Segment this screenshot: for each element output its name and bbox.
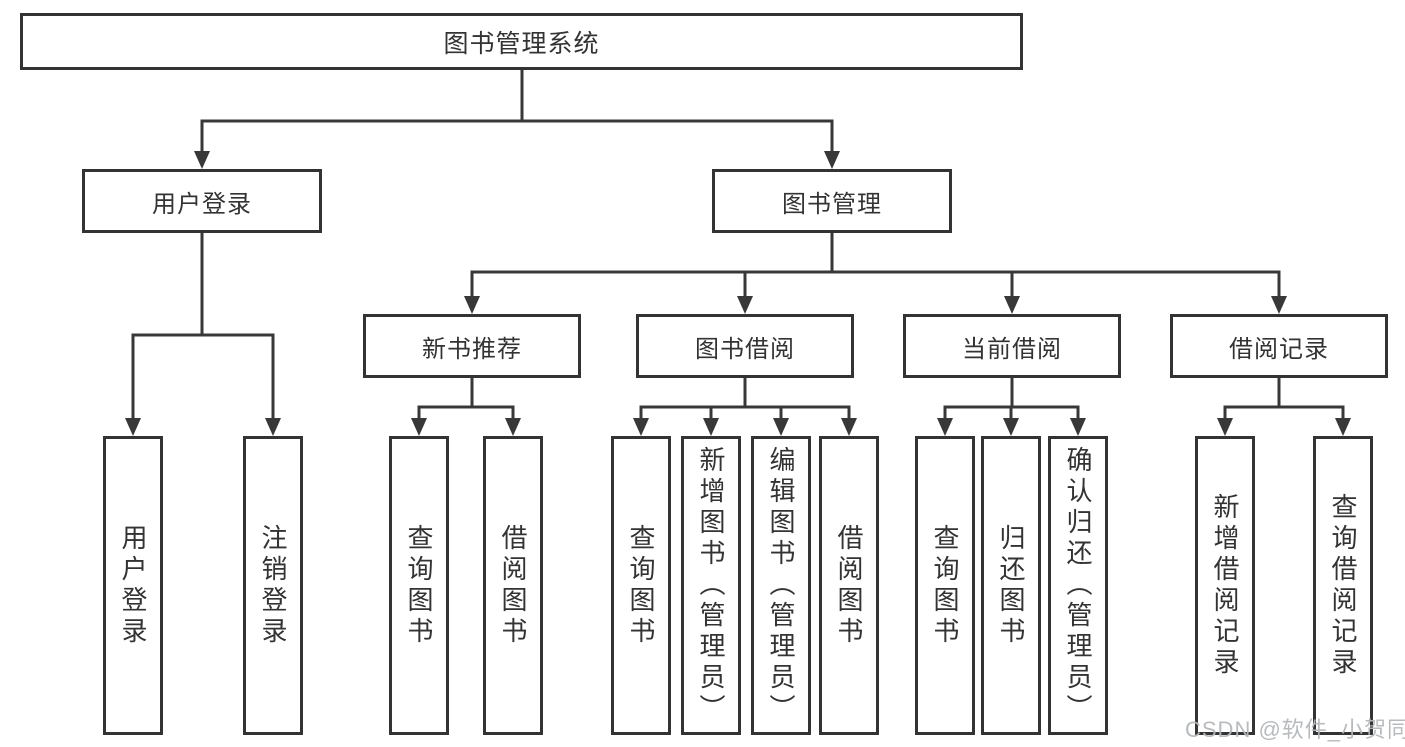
connector-current-borrowing-to-leaves (937, 376, 1086, 436)
connector-book-management-to-level3 (464, 231, 1287, 314)
node-label: 图书管理 (782, 190, 882, 218)
arrowhead (633, 418, 649, 436)
connector-book-borrowing-to-leaves (633, 376, 857, 436)
connector-root-to-level2 (194, 68, 840, 169)
node-br-query-record: 查询借阅记录 (1313, 436, 1373, 735)
arrowhead (125, 418, 141, 436)
node-new-book-recommend: 新书推荐 (363, 314, 581, 378)
node-label: 新书推荐 (422, 335, 522, 363)
node-label: 图书管理系统 (443, 29, 600, 58)
node-cb-query-books: 查询图书 (915, 436, 975, 735)
node-label: 新增图书（管理员） (696, 446, 726, 725)
node-logout-login: 注销登录 (243, 436, 303, 735)
arrowhead (505, 418, 521, 436)
node-book-borrowing: 图书借阅 (636, 314, 854, 378)
node-library-management-system: 图书管理系统 (20, 13, 1023, 70)
node-bb-add-books-admin: 新增图书（管理员） (681, 436, 741, 735)
node-label: 借阅记录 (1229, 335, 1329, 363)
node-nbr-borrow-books: 借阅图书 (483, 436, 543, 735)
arrowhead (1004, 296, 1020, 314)
node-label: 注销登录 (258, 523, 288, 648)
node-label: 查询图书 (930, 523, 960, 648)
node-book-management: 图书管理 (712, 169, 952, 233)
arrowhead (265, 418, 281, 436)
node-label: 借阅图书 (498, 523, 528, 648)
node-user-login: 用户登录 (103, 436, 163, 735)
node-bb-borrow-books: 借阅图书 (819, 436, 879, 735)
arrowhead (841, 418, 857, 436)
node-current-borrowing: 当前借阅 (903, 314, 1121, 378)
connector-borrowing-records-to-leaves (1217, 376, 1351, 436)
node-cb-confirm-return-admin: 确认归还（管理员） (1048, 436, 1108, 735)
connector-user-login-to-leaves (125, 231, 281, 436)
node-label: 新增借阅记录 (1210, 492, 1240, 679)
node-label: 当前借阅 (962, 335, 1062, 363)
node-label: 查询借阅记录 (1328, 492, 1358, 679)
arrowhead (1217, 418, 1233, 436)
arrowhead (411, 418, 427, 436)
node-borrowing-records: 借阅记录 (1170, 314, 1388, 378)
arrowhead (1003, 418, 1019, 436)
connector-new-book-recommend-to-leaves (411, 376, 521, 436)
arrowhead (464, 296, 480, 314)
csdn-watermark: CSDN @软件_小贺同学 (1185, 717, 1405, 742)
node-nbr-query-books: 查询图书 (389, 436, 449, 735)
arrowhead (194, 151, 210, 169)
node-bb-edit-books-admin: 编辑图书（管理员） (751, 436, 811, 735)
arrowhead (1271, 296, 1287, 314)
node-label: 借阅图书 (834, 523, 864, 648)
node-label: 编辑图书（管理员） (766, 446, 796, 725)
arrowhead (1335, 418, 1351, 436)
node-bb-query-books: 查询图书 (611, 436, 671, 735)
node-label: 查询图书 (404, 523, 434, 648)
node-label: 确认归还（管理员） (1063, 446, 1093, 725)
arrowhead (737, 296, 753, 314)
node-label: 用户登录 (118, 523, 148, 648)
arrowhead (703, 418, 719, 436)
node-cb-return-books: 归还图书 (981, 436, 1041, 735)
node-label: 查询图书 (626, 523, 656, 648)
arrowhead (824, 151, 840, 169)
node-label: 归还图书 (996, 523, 1026, 648)
node-label: 用户登录 (152, 190, 252, 218)
arrowhead (1070, 418, 1086, 436)
arrowhead (937, 418, 953, 436)
node-label: 图书借阅 (695, 335, 795, 363)
node-user-login-group: 用户登录 (82, 169, 322, 233)
arrowhead (773, 418, 789, 436)
node-br-add-record: 新增借阅记录 (1195, 436, 1255, 735)
